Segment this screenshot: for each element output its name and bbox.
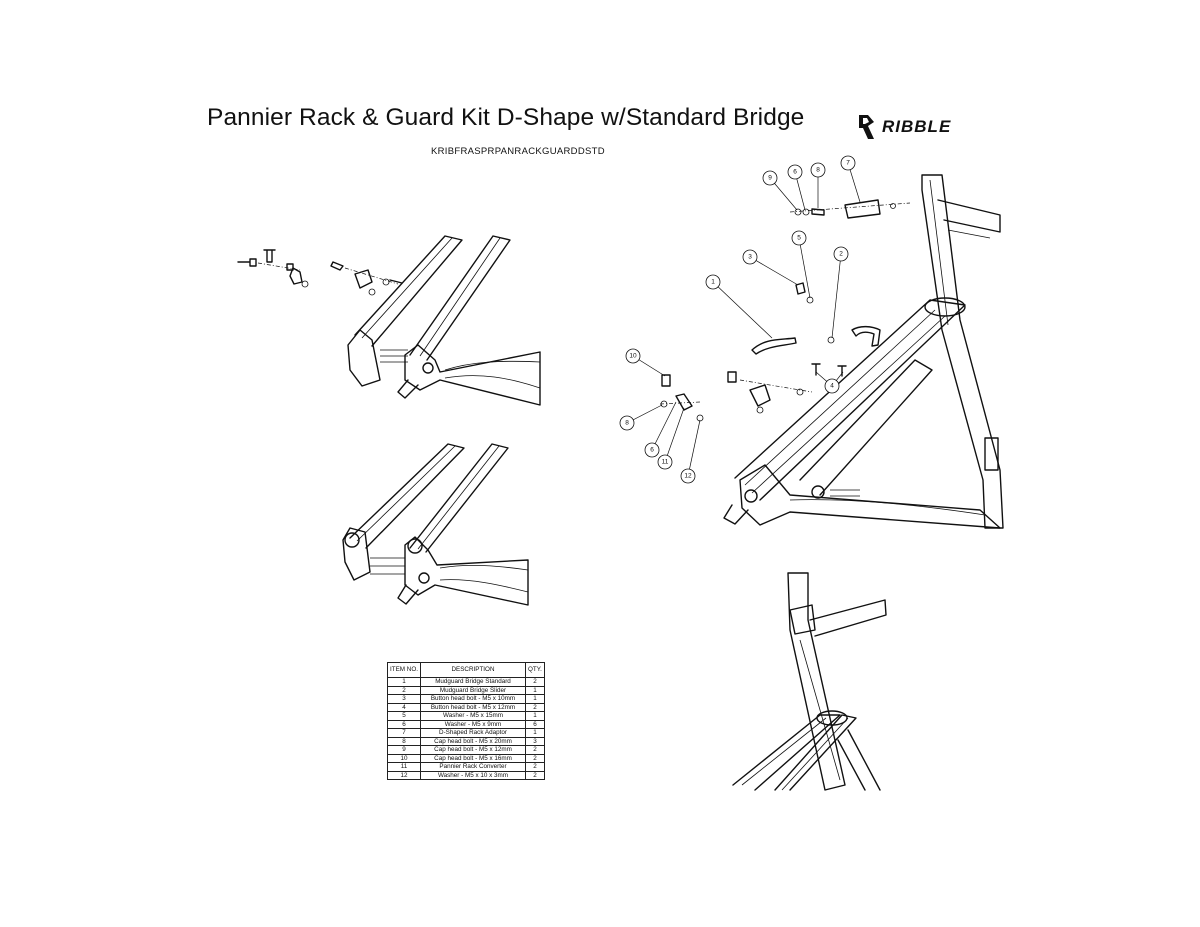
bom-cell-item: 10 (387, 753, 421, 763)
bom-cell-item: 6 (387, 719, 421, 729)
balloon-3: 3 (742, 249, 799, 286)
balloon-5: 5 (791, 230, 811, 299)
svg-text:10: 10 (629, 353, 637, 360)
bom-cell-item: 11 (387, 762, 421, 772)
bom-cell-item: 8 (387, 736, 421, 746)
bom-cell-description: Cap head bolt - M5 x 16mm (420, 753, 526, 763)
bom-cell-qty: 2 (525, 753, 545, 763)
brand-logo: RIBBLE (856, 114, 951, 140)
balloon-1: 1 (705, 274, 773, 339)
svg-text:6: 6 (793, 169, 797, 176)
main-frame-exploded-view (659, 174, 1004, 529)
diagram-title: Pannier Rack & Guard Kit D-Shape w/Stand… (207, 104, 805, 131)
bom-cell-item: 2 (387, 685, 421, 695)
bom-cell-qty: 3 (525, 736, 545, 746)
bom-cell-description: Washer - M5 x 15mm (420, 711, 526, 721)
svg-text:9: 9 (768, 175, 772, 182)
bom-cell-qty: 2 (525, 677, 545, 687)
bom-cell-qty: 2 (525, 702, 545, 712)
balloon-6-left: 6 (644, 401, 677, 458)
bom-cell-qty: 2 (525, 745, 545, 755)
bom-cell-qty: 1 (525, 728, 545, 738)
bom-header-qty: QTY. (525, 662, 545, 678)
balloon-8-left: 8 (619, 404, 663, 431)
bom-cell-description: Mudguard Bridge Slider (420, 685, 526, 695)
bom-header-row: ITEM NO. DESCRIPTION QTY. (387, 662, 545, 678)
bom-cell-item: 5 (387, 711, 421, 721)
svg-text:7: 7 (846, 160, 850, 167)
bom-cell-item: 9 (387, 745, 421, 755)
rear-dropout-exploded-view (237, 235, 541, 406)
bom-cell-qty: 6 (525, 719, 545, 729)
balloon-7: 7 (840, 155, 861, 203)
svg-text:2: 2 (839, 251, 843, 258)
balloon-2: 2 (831, 246, 849, 339)
balloon-11: 11 (657, 407, 685, 470)
svg-text:8: 8 (816, 167, 820, 174)
bom-cell-description: Washer - M5 x 9mm (420, 719, 526, 729)
bom-cell-description: D-Shaped Rack Adaptor (420, 728, 526, 738)
bom-cell-description: Button head bolt - M5 x 12mm (420, 702, 526, 712)
rear-dropout-assembled-view (342, 443, 529, 606)
svg-text:11: 11 (662, 459, 669, 466)
balloon-9: 9 (762, 170, 798, 211)
ribble-logo-icon (859, 115, 874, 139)
balloon-12: 12 (680, 419, 701, 484)
bom-cell-description: Button head bolt - M5 x 10mm (420, 694, 526, 704)
svg-text:4: 4 (830, 383, 834, 390)
bom-cell-item: 3 (387, 694, 421, 704)
balloon-4: 4 (815, 371, 844, 394)
balloon-6-top: 6 (787, 164, 806, 211)
bom-cell-description: Mudguard Bridge Standard (420, 677, 526, 687)
seat-cluster-detail-view (732, 572, 887, 791)
balloon-8-top: 8 (810, 162, 826, 208)
bom-header-description: DESCRIPTION (420, 662, 526, 678)
svg-text:3: 3 (748, 254, 752, 261)
bom-cell-qty: 2 (525, 762, 545, 772)
bom-header-item-no: ITEM NO. (387, 662, 421, 678)
bom-cell-item: 1 (387, 677, 421, 687)
bom-cell-description: Cap head bolt - M5 x 20mm (420, 736, 526, 746)
svg-text:5: 5 (797, 235, 801, 242)
bom-cell-item: 4 (387, 702, 421, 712)
svg-text:12: 12 (684, 473, 692, 480)
bom-cell-qty: 2 (525, 770, 545, 780)
bom-cell-qty: 1 (525, 711, 545, 721)
svg-text:6: 6 (650, 447, 654, 454)
item-balloons: 1 2 3 4 5 6 6 7 (619, 155, 861, 484)
svg-text:1: 1 (711, 279, 715, 286)
bom-cell-item: 7 (387, 728, 421, 738)
balloon-10: 10 (625, 348, 666, 377)
svg-text:8: 8 (625, 420, 629, 427)
bom-cell-description: Cap head bolt - M5 x 12mm (420, 745, 526, 755)
bom-cell-item: 12 (387, 770, 421, 780)
brand-wordmark: RIBBLE (882, 117, 952, 136)
bom-cell-qty: 1 (525, 685, 545, 695)
bom-cell-qty: 1 (525, 694, 545, 704)
part-code: KRIBFRASPRPANRACKGUARDDSTD (431, 146, 605, 157)
bom-cell-description: Pannier Rack Converter (420, 762, 526, 772)
bom-cell-description: Washer - M5 x 10 x 3mm (420, 770, 526, 780)
